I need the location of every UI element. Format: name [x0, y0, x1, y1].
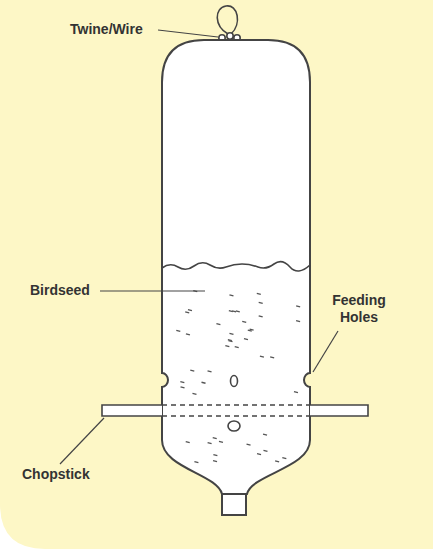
birdseed-surface	[162, 262, 310, 271]
leader-lines	[60, 30, 338, 464]
bottle-cap	[222, 494, 246, 515]
twine-loop	[217, 6, 240, 41]
feeding-hole	[231, 376, 238, 387]
bottle-outline	[162, 40, 310, 494]
callout-label: Chopstick	[22, 466, 90, 483]
callout-label: Twine/Wire	[70, 21, 143, 38]
chopstick-hole	[228, 421, 240, 431]
callout-label: Birdseed	[30, 282, 90, 299]
callout-label: Feeding Holes	[322, 292, 396, 326]
birdseed-grains	[176, 291, 300, 463]
chopstick	[102, 405, 368, 416]
